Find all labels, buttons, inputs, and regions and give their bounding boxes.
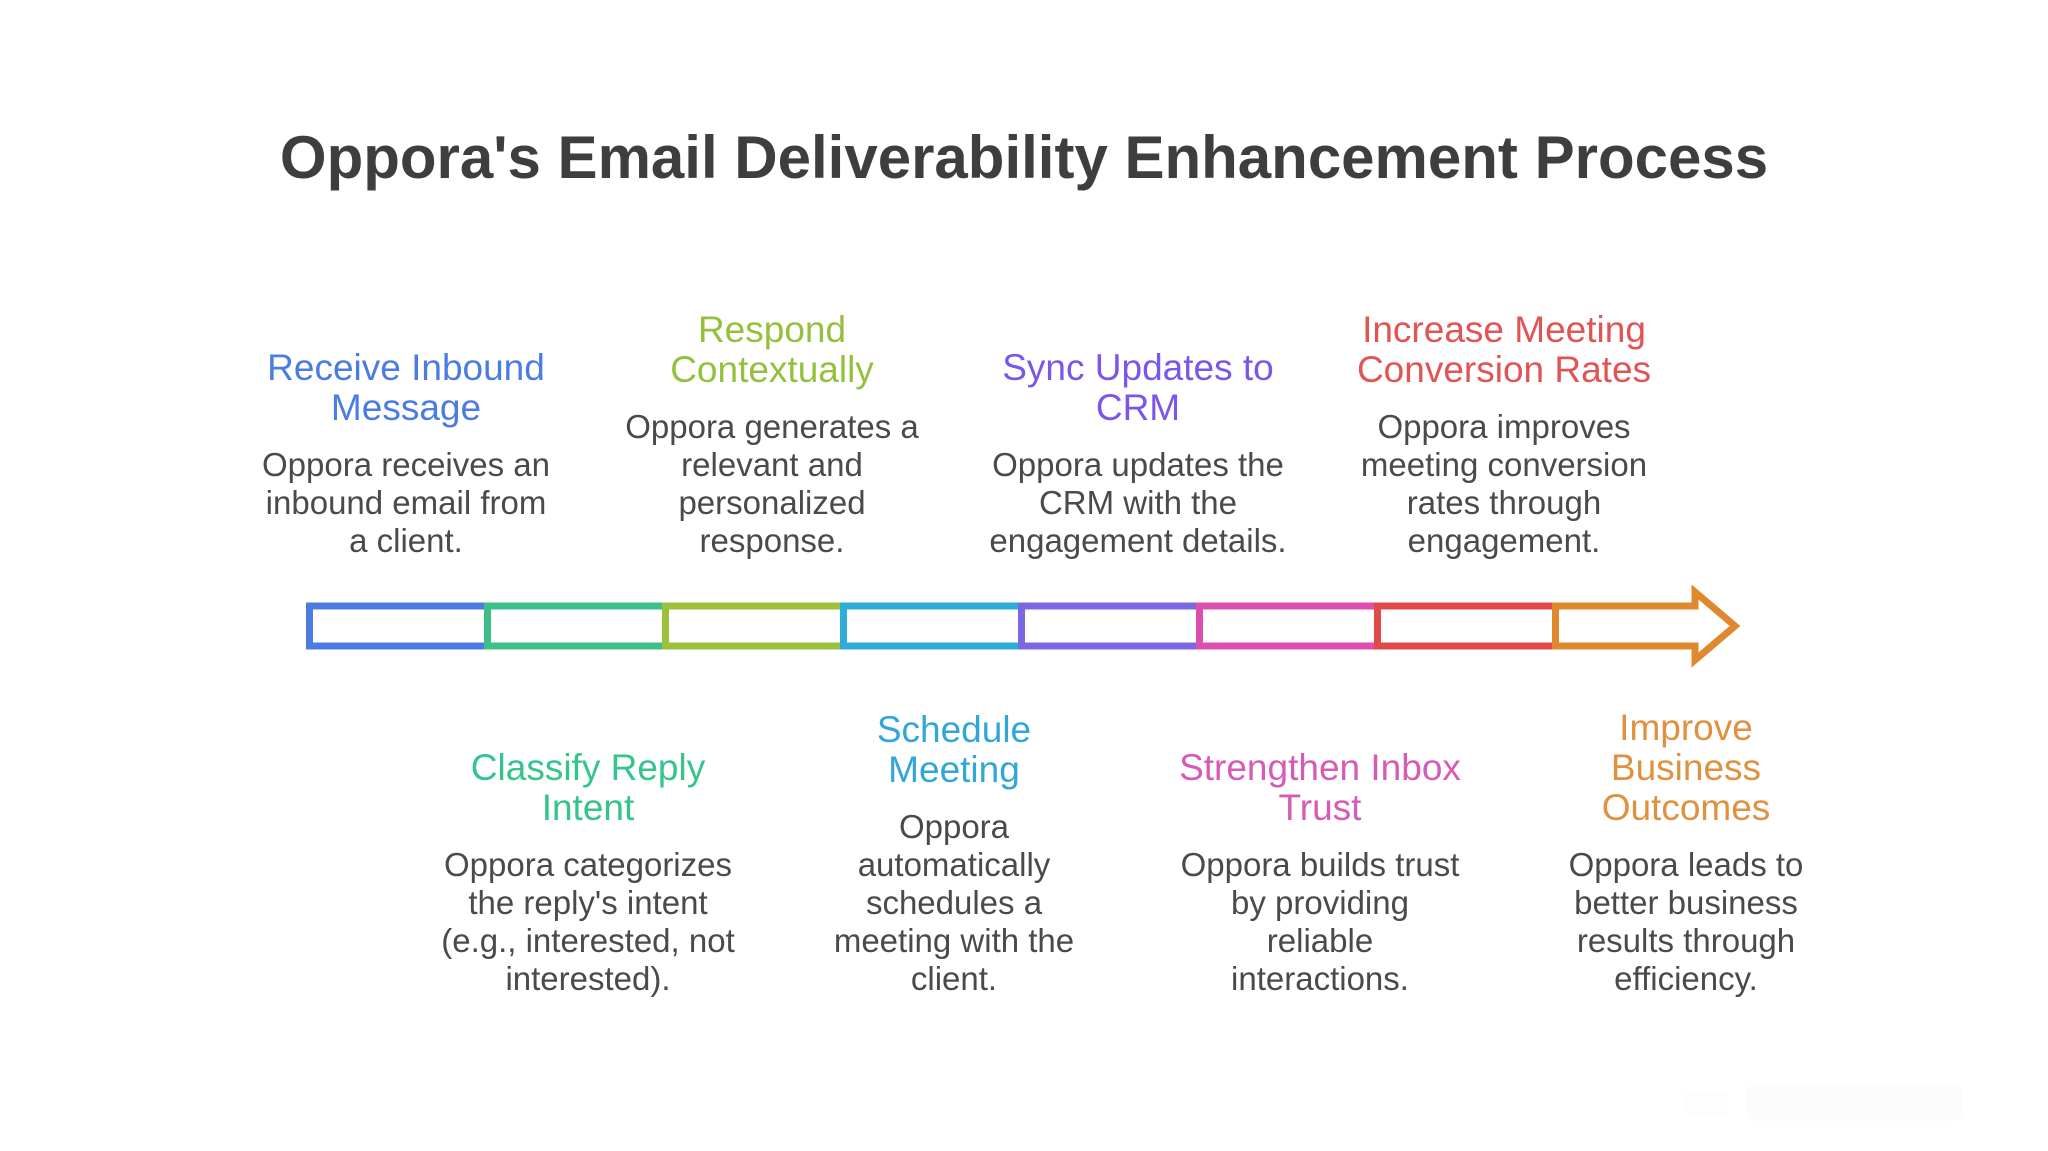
watermark bbox=[1684, 1085, 1962, 1121]
timeline-segment-3 bbox=[662, 602, 847, 650]
step-title: Respond Contextually bbox=[670, 309, 874, 390]
step-respond-contextually: Respond Contextually Oppora generates a … bbox=[602, 310, 942, 560]
step-description: Oppora improves meeting conversion rates… bbox=[1360, 408, 1648, 559]
step-classify-reply-intent: Classify Reply Intent Oppora categorizes… bbox=[418, 748, 758, 998]
step-description: Oppora categorizes the reply's intent (e… bbox=[441, 846, 735, 997]
step-description: Oppora generates a relevant and personal… bbox=[625, 408, 919, 559]
step-title: Improve Business Outcomes bbox=[1601, 707, 1771, 828]
step-title: Classify Reply Intent bbox=[470, 747, 706, 828]
bottom-steps-row: Classify Reply Intent Oppora categorizes… bbox=[418, 708, 1856, 998]
timeline-segment-8-arrowhead-icon bbox=[1552, 585, 1741, 668]
watermark-blob bbox=[1684, 1091, 1728, 1115]
page-title: Oppora's Email Deliverability Enhancemen… bbox=[279, 124, 1769, 191]
step-strengthen-inbox-trust: Strengthen Inbox Trust Oppora builds tru… bbox=[1150, 748, 1490, 998]
step-title: Schedule Meeting bbox=[876, 709, 1032, 790]
top-steps-row: Receive Inbound Message Oppora receives … bbox=[0, 0, 2048, 560]
process-timeline-arrow bbox=[306, 585, 1741, 668]
step-title: Increase Meeting Conversion Rates bbox=[1356, 309, 1652, 390]
step-description: Oppora automatically schedules a meeting… bbox=[833, 808, 1075, 997]
step-description: Oppora receives an inbound email from a … bbox=[262, 446, 550, 559]
step-title: Strengthen Inbox Trust bbox=[1179, 747, 1461, 828]
step-description: Oppora leads to better business results … bbox=[1568, 846, 1804, 997]
timeline-segment-5 bbox=[1018, 602, 1203, 650]
step-sync-updates-to-crm: Sync Updates to CRM Oppora updates the C… bbox=[968, 348, 1308, 560]
step-increase-meeting-conversion-rates: Increase Meeting Conversion Rates Oppora… bbox=[1334, 310, 1674, 560]
step-improve-business-outcomes: Improve Business Outcomes Oppora leads t… bbox=[1516, 708, 1856, 998]
step-receive-inbound-message: Receive Inbound Message Oppora receives … bbox=[236, 348, 576, 560]
step-description: Oppora builds trust by providing reliabl… bbox=[1180, 846, 1460, 997]
step-schedule-meeting: Schedule Meeting Oppora automatically sc… bbox=[784, 710, 1124, 998]
step-title: Receive Inbound Message bbox=[267, 347, 545, 428]
step-description: Oppora updates the CRM with the engageme… bbox=[989, 446, 1287, 559]
step-title: Sync Updates to CRM bbox=[1002, 347, 1274, 428]
